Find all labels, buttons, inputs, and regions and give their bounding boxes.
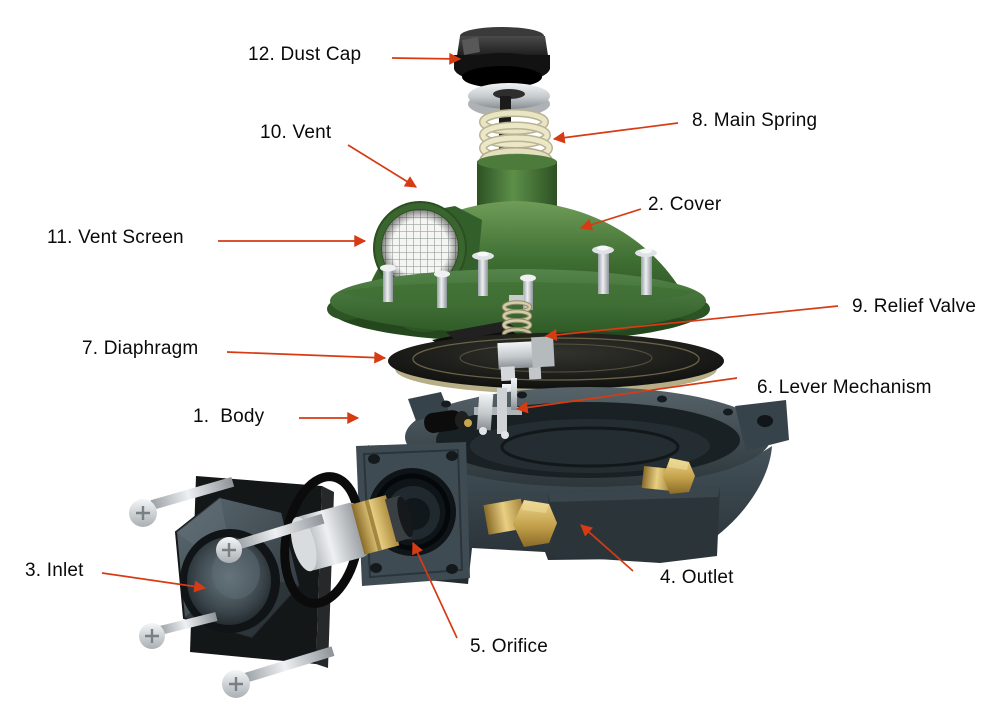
label-orifice: 5. Orifice [470, 636, 549, 657]
orifice-part [290, 495, 414, 572]
arrow-orifice [412, 541, 458, 639]
label-main-spring: 8. Main Spring [692, 110, 818, 131]
brass-plug-right [641, 458, 695, 494]
inlet-part [174, 476, 334, 668]
label-cover: 2. Cover [648, 194, 722, 215]
arrow-cover [579, 208, 642, 231]
arrow-relief-valve [544, 305, 839, 341]
brass-plug-front [483, 498, 557, 547]
cover-bolts [380, 245, 657, 310]
label-vent-screen: 11. Vent Screen [47, 227, 184, 248]
cover-part [327, 154, 710, 342]
lever-mechanism-part [424, 378, 522, 439]
label-lever-mechanism: 6. Lever Mechanism [757, 377, 932, 398]
label-dust-cap: 12. Dust Cap [248, 44, 362, 65]
label-outlet: 4. Outlet [660, 567, 734, 588]
label-inlet: 3. Inlet [25, 560, 84, 581]
arrow-main-spring [552, 122, 679, 144]
label-relief-valve: 9. Relief Valve [852, 296, 977, 317]
label-diaphragm: 7. Diaphragm [82, 338, 199, 359]
arrow-vent [347, 144, 418, 188]
arrow-outlet [580, 524, 634, 572]
label-vent: 10. Vent [260, 122, 332, 143]
diaphragm-part [388, 333, 724, 416]
arrow-lever-mechanism [515, 377, 738, 414]
outlet-part [548, 487, 720, 563]
arrow-dust-cap [391, 52, 462, 65]
body-part [356, 387, 789, 586]
arrow-diaphragm [226, 351, 387, 364]
arrow-inlet [101, 572, 207, 593]
callout-arrows [101, 52, 839, 639]
label-body: 1. Body [193, 406, 265, 427]
inlet-bolts [129, 477, 335, 698]
